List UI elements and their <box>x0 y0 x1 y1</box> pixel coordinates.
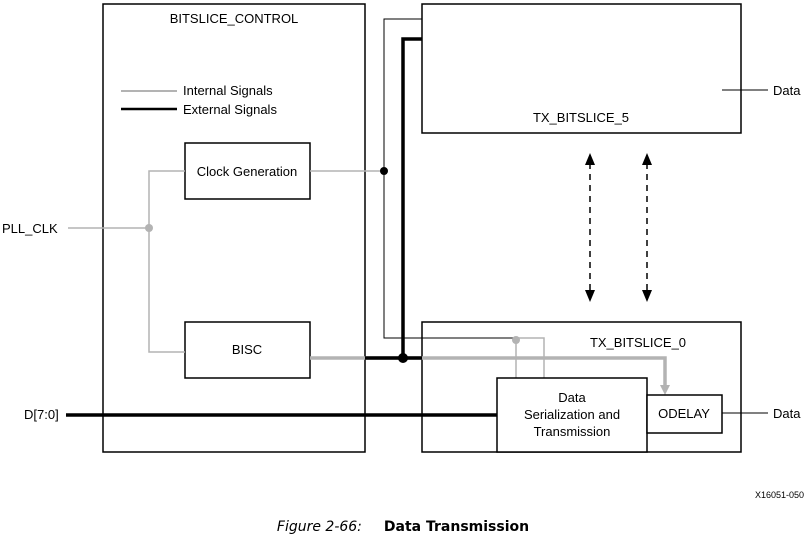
odelay-box <box>646 394 723 434</box>
clock-inner-junction <box>512 336 520 344</box>
data-serialization-line1: Data <box>558 390 586 405</box>
tx-bitslice-5-label: TX_BITSLICE_5 <box>533 110 629 125</box>
pll-clk-to-bisc-line <box>148 228 185 353</box>
external-bus-to-tx5 <box>401 37 422 358</box>
clock-generation-label: Clock Generation <box>197 164 297 179</box>
tx-bitslice-5-box <box>421 3 742 134</box>
bisc-label: BISC <box>232 342 262 357</box>
clock-inner-tx0-line <box>516 337 545 378</box>
data-serialization-line2: Serialization and <box>524 407 620 422</box>
pll-clk-internal-line <box>148 170 185 228</box>
d-bus-label: D[7:0] <box>24 407 59 422</box>
data-serialization-line3: Transmission <box>534 424 611 439</box>
caption-number: Figure 2-66: <box>276 519 362 535</box>
figure-caption: Figure 2-66: Data Transmission <box>0 518 806 535</box>
clock-to-tx5-line <box>383 18 422 171</box>
dashed-arrow-left-head-top <box>585 153 595 165</box>
legend-internal-label: Internal Signals <box>183 83 273 98</box>
bisc-to-odelay-line <box>310 356 670 395</box>
bus-junction <box>398 353 408 363</box>
legend-external-label: External Signals <box>183 102 277 117</box>
figure-id: X16051-050 <box>755 490 804 500</box>
dashed-arrow-left-head-bottom <box>585 290 595 302</box>
bitslice-control-title: BITSLICE_CONTROL <box>170 11 299 26</box>
caption-title: Data Transmission <box>383 519 530 535</box>
tx-bitslice-0-label: TX_BITSLICE_0 <box>590 335 686 350</box>
odelay-label: ODELAY <box>658 406 710 421</box>
bisc-box <box>184 321 311 379</box>
data-serialization-box <box>496 377 648 453</box>
data-out-top-label: Data <box>773 83 801 98</box>
pll-clk-junction <box>145 224 153 232</box>
data-out-bottom-label: Data <box>773 406 801 421</box>
clock-to-tx0-line <box>383 171 516 339</box>
dashed-arrow-right-head-top <box>642 153 652 165</box>
pll-clk-label: PLL_CLK <box>2 221 58 236</box>
dashed-arrow-right-head-bottom <box>642 290 652 302</box>
clock-junction <box>380 167 388 175</box>
